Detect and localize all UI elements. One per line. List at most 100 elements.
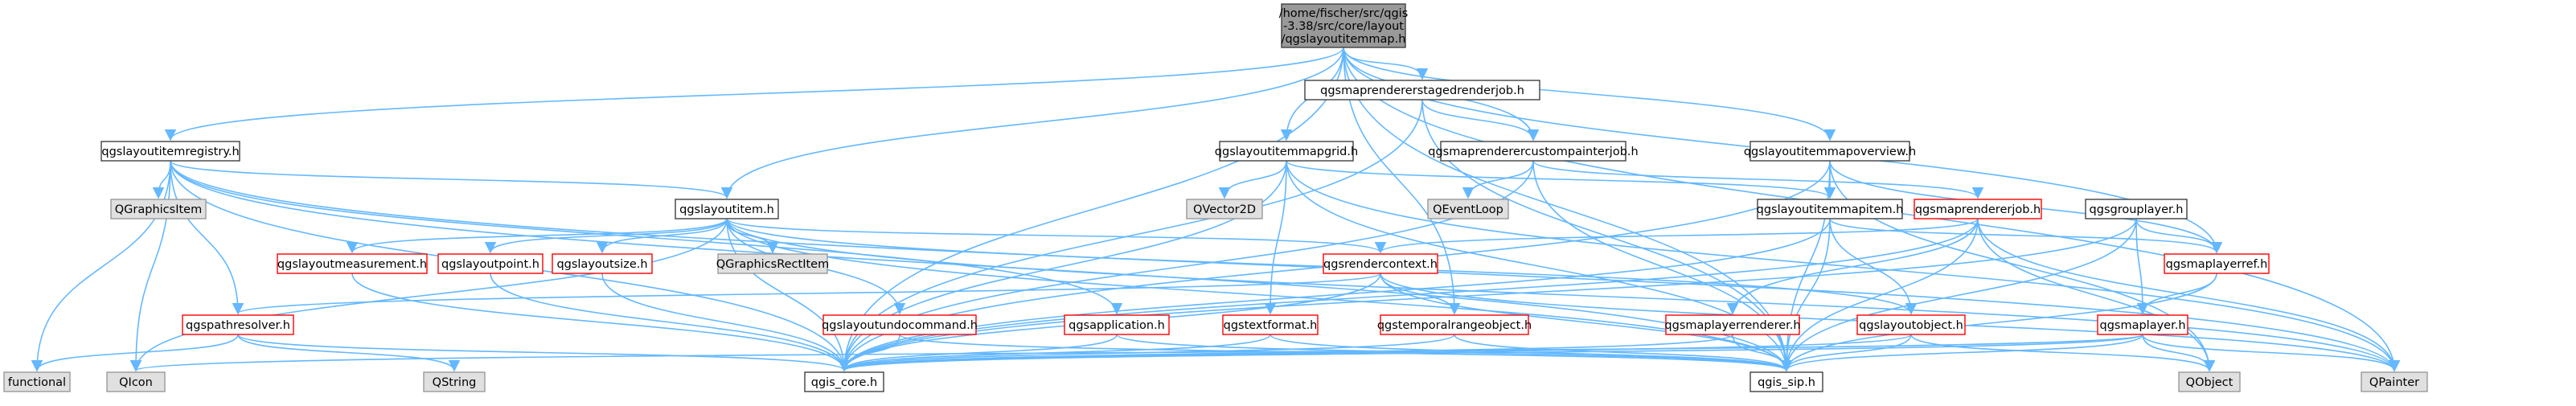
node-label-qobject: QObject xyxy=(2186,376,2233,389)
edge-maplayer-to-qgis_sip xyxy=(1780,334,2143,372)
node-box-qeventloop xyxy=(1427,199,1509,219)
node-box-functional xyxy=(3,371,71,392)
node-label-qgis_sip: qgis_sip.h xyxy=(1758,376,1815,389)
node-layerrenderer[interactable]: qgsmaplayerrenderer.h xyxy=(1664,314,1801,335)
node-box-measurement xyxy=(277,253,428,274)
node-label-functional: functional xyxy=(8,376,66,389)
edge-stagedjob-to-custompainter xyxy=(1421,99,1540,141)
edge-rendererjob-to-qobject xyxy=(1977,218,2216,372)
edge-layoutobject-to-qgis_core xyxy=(839,334,1912,372)
node-label-grouplayer: qgsgrouplayer.h xyxy=(2090,203,2184,216)
node-box-grouplayer xyxy=(2085,199,2188,219)
edge-rendererjob-to-qgis_sip xyxy=(1780,218,1979,372)
node-label-layerrenderer: qgsmaplayerrenderer.h xyxy=(1664,319,1800,332)
edge-pathresolver-to-qgis_core xyxy=(237,334,850,372)
node-box-mapitem xyxy=(1757,199,1903,219)
node-label-qicon: QIcon xyxy=(119,376,153,389)
node-layoutitem[interactable]: qgslayoutitem.h xyxy=(675,199,779,219)
node-label-rendercontext: qgsrendercontext.h xyxy=(1323,258,1438,271)
node-measurement[interactable]: qgslayoutmeasurement.h xyxy=(277,253,428,274)
edge-layoutitem-to-qgis_core xyxy=(726,218,851,372)
node-layer: /home/fischer/src/qgis-3.38/src/core/lay… xyxy=(3,3,2428,392)
edge-layoutobject-to-qgis_sip xyxy=(1780,334,1912,372)
edge-mapitem-to-qgis_core xyxy=(838,218,1831,372)
node-label-qgis_core: qgis_core.h xyxy=(811,376,877,389)
node-pathresolver[interactable]: qgspathresolver.h xyxy=(182,314,294,335)
node-stagedjob[interactable]: qgsmaprendererstagedrenderjob.h xyxy=(1304,80,1540,100)
node-qgis_sip[interactable]: qgis_sip.h xyxy=(1749,371,1823,392)
node-custompainter[interactable]: qgsmaprenderercustompainterjob.h xyxy=(1428,141,1639,162)
node-qicon[interactable]: QIcon xyxy=(106,371,166,392)
node-qeventloop[interactable]: QEventLoop xyxy=(1427,199,1509,219)
edge-mapgrid-to-qvector2d xyxy=(1218,160,1287,199)
node-functional[interactable]: functional xyxy=(3,371,71,392)
node-textformat[interactable]: qgstextformat.h xyxy=(1222,314,1319,335)
edge-layoutitem-to-measurement xyxy=(347,218,728,254)
node-size[interactable]: qgslayoutsize.h xyxy=(552,253,653,274)
edge-mapitem-to-qgis_sip xyxy=(1780,218,1831,372)
edge-layoutitem-to-qpainter xyxy=(726,218,2400,372)
node-qstring[interactable]: QString xyxy=(423,371,486,392)
edge-registry-to-qicon xyxy=(129,160,171,372)
node-qgraphicsrectitem[interactable]: QGraphicsRectItem xyxy=(716,253,829,274)
node-layoutobject[interactable]: qgslayoutobject.h xyxy=(1856,314,1966,335)
node-box-qgraphicsitem xyxy=(110,199,207,219)
node-label-mapitem: qgslayoutitemmapitem.h xyxy=(1757,203,1904,216)
node-label-rendererjob: qgsmaprendererjob.h xyxy=(1915,203,2041,216)
node-undocommand[interactable]: qgslayoutundocommand.h xyxy=(822,314,978,335)
node-qobject[interactable]: QObject xyxy=(2178,371,2241,392)
edge-grouplayer-to-qgis_sip xyxy=(1780,218,2137,372)
node-label-mapgrid: qgslayoutitemmapgrid.h xyxy=(1215,146,1358,158)
node-box-size xyxy=(552,253,653,274)
edge-grouplayer-to-maplayerref xyxy=(2135,218,2223,254)
node-label-mapoverview: qgslayoutitemmapoverview.h xyxy=(1744,146,1916,158)
node-application[interactable]: qgsapplication.h xyxy=(1064,314,1170,335)
node-rendererjob[interactable]: qgsmaprendererjob.h xyxy=(1914,199,2042,219)
edge-custompainter-to-rendererjob xyxy=(1532,160,1983,199)
edge-layoutitem-to-point xyxy=(484,218,728,254)
node-maplayer[interactable]: qgsmaplayer.h xyxy=(2097,314,2188,335)
node-mapgrid[interactable]: qgslayoutitemmapgrid.h xyxy=(1215,141,1358,162)
edge-grouplayer-to-qgis_core xyxy=(839,218,2137,372)
node-label-point: qgslayoutpoint.h xyxy=(441,258,539,271)
node-registry[interactable]: qgslayoutitemregistry.h xyxy=(100,141,240,162)
edge-temporalrange-to-qgis_sip xyxy=(1454,334,1793,372)
node-label-custompainter: qgsmaprenderercustompainterjob.h xyxy=(1428,146,1638,158)
node-box-undocommand xyxy=(822,314,977,335)
node-maplayerref[interactable]: qgsmaplayerref.h xyxy=(2164,253,2270,274)
node-mapoverview[interactable]: qgslayoutitemmapoverview.h xyxy=(1744,141,1916,162)
edge-layoutitem-to-layoutobject xyxy=(726,218,1917,315)
node-box-maplayerref xyxy=(2164,253,2270,274)
node-mapitem[interactable]: qgslayoutitemmapitem.h xyxy=(1757,199,1904,219)
node-temporalrange[interactable]: qgstemporalrangeobject.h xyxy=(1377,314,1532,335)
node-root[interactable]: /home/fischer/src/qgis-3.38/src/core/lay… xyxy=(1279,3,1409,48)
node-box-qgis_sip xyxy=(1749,371,1823,392)
node-box-layerrenderer xyxy=(1665,314,1800,335)
edge-root-to-mapoverview xyxy=(1343,47,1836,141)
node-point[interactable]: qgslayoutpoint.h xyxy=(437,253,544,274)
node-qgraphicsitem[interactable]: QGraphicsItem xyxy=(110,199,207,219)
node-grouplayer[interactable]: qgsgrouplayer.h xyxy=(2085,199,2188,219)
edge-pathresolver-to-functional xyxy=(31,334,239,372)
node-box-mapoverview xyxy=(1749,141,1910,162)
node-qgis_core[interactable]: qgis_core.h xyxy=(804,371,884,392)
edge-mapgrid-to-qpainter xyxy=(1286,160,2401,372)
edge-maplayerref-to-qgis_sip xyxy=(1780,273,2217,372)
node-box-custompainter xyxy=(1440,141,1626,162)
edge-maplayer-to-qobject xyxy=(2142,334,2216,372)
node-label-temporalrange: qgstemporalrangeobject.h xyxy=(1377,319,1532,332)
node-label-qvector2d: QVector2D xyxy=(1193,203,1256,216)
edge-mapoverview-to-qobject xyxy=(1829,160,2216,372)
node-qpainter[interactable]: QPainter xyxy=(2361,371,2428,392)
node-rendercontext[interactable]: qgsrendercontext.h xyxy=(1323,253,1438,274)
node-box-pathresolver xyxy=(182,314,294,335)
node-box-qicon xyxy=(106,371,166,392)
node-box-root xyxy=(1281,3,1406,48)
node-box-textformat xyxy=(1222,314,1319,335)
node-box-qgis_core xyxy=(804,371,884,392)
node-qvector2d[interactable]: QVector2D xyxy=(1186,199,1263,219)
edge-rendererjob-to-layerrenderer xyxy=(1726,218,1979,315)
edge-point-to-qgis_core xyxy=(490,273,851,372)
node-box-maplayer xyxy=(2097,314,2188,335)
